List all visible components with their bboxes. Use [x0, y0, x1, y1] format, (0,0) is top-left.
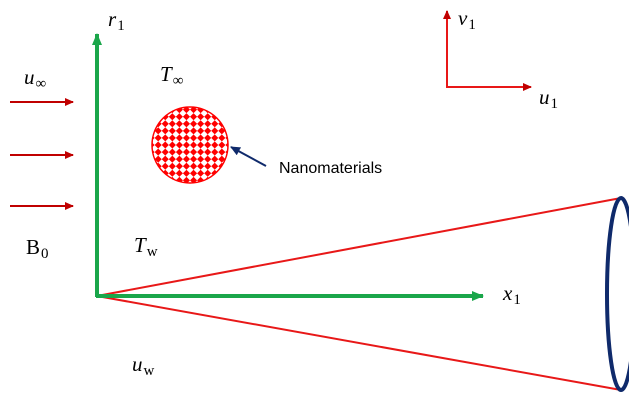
x1-label: x1	[503, 281, 521, 308]
b0-label: B0	[26, 235, 49, 262]
u-infinity-label: u∞	[24, 65, 47, 92]
tw-label: Tw	[134, 233, 158, 260]
nanomaterials-label: Nanomaterials	[279, 160, 383, 177]
v1-label: v1	[458, 6, 476, 33]
cone-lower-edge	[96, 295, 622, 391]
r1-label: r1	[108, 7, 125, 34]
u1-label: u1	[539, 85, 558, 112]
cone-upper-edge	[96, 197, 622, 297]
nanomaterials-pointer-arrow	[230, 146, 267, 167]
t-infinity-label: T∞	[160, 62, 184, 89]
cone-base-ellipse	[605, 196, 629, 392]
nanoparticle	[151, 106, 229, 184]
uw-label: uw	[132, 352, 155, 379]
